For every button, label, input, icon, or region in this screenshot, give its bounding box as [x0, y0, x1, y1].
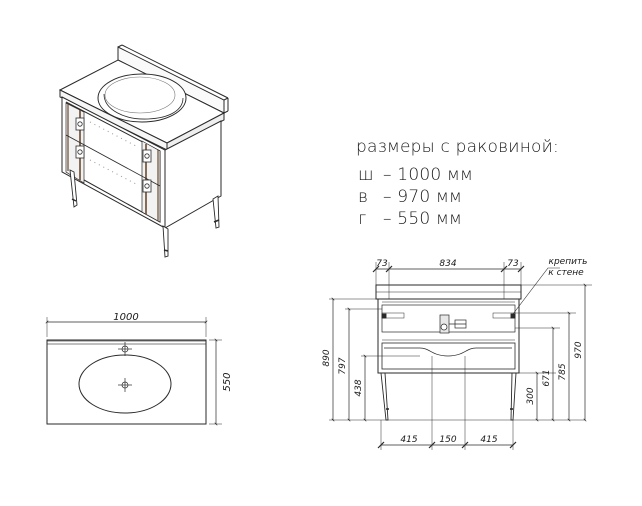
wall-fix-leader — [512, 267, 560, 315]
front-cabinet-body — [377, 298, 520, 374]
isometric-vanity — [58, 44, 229, 258]
cabinet-legs — [69, 169, 220, 258]
drawer-curved-front — [384, 347, 512, 357]
drain-hole — [118, 378, 132, 392]
sink-basin-inner — [103, 93, 184, 120]
spec-depth-key: г — [358, 209, 367, 229]
dim-right-300: 300 — [526, 387, 536, 404]
dim-top-right: 73 — [507, 259, 519, 269]
dim-right-671: 671 — [542, 369, 552, 386]
front-legs — [380, 372, 517, 421]
countertop-top-view — [46, 339, 207, 425]
dim-left-797: 797 — [338, 357, 348, 374]
cabinet-side — [164, 120, 222, 229]
spec-height-value: – 970 мм — [383, 187, 463, 207]
dim-top-center: 834 — [439, 259, 456, 269]
top-depth-label: 550 — [222, 372, 233, 391]
top-width-label: 1000 — [113, 312, 138, 323]
dim-left-890: 890 — [322, 349, 332, 366]
spec-width-value: – 1000 мм — [383, 165, 474, 185]
dim-right-970: 970 — [574, 341, 584, 358]
dim-left-438: 438 — [354, 379, 364, 396]
spec-width-key: ш — [358, 165, 374, 185]
siphon — [439, 314, 467, 334]
dim-bottom-left: 415 — [400, 435, 417, 445]
dim-top-left: 73 — [376, 259, 388, 269]
drawer-handles — [75, 117, 152, 193]
spec-depth-value: – 550 мм — [383, 209, 463, 229]
spec-title: размеры с раковиной: — [356, 137, 559, 157]
front-view — [329, 262, 592, 450]
dim-bottom-right: 415 — [480, 435, 497, 445]
dim-bottom-center: 150 — [439, 435, 456, 445]
spec-height-key: в — [358, 187, 369, 207]
dim-right-785: 785 — [558, 363, 568, 380]
wall-fix-note-line1: крепить — [549, 257, 588, 267]
wall-fix-note-line2: к стене — [548, 268, 584, 278]
front-dimension-labels: 73 834 73 415 150 415 890 797 438 300 67… — [322, 257, 587, 445]
faucet-hole — [118, 342, 132, 356]
top-view — [45, 317, 222, 426]
sink-basin-outer — [97, 73, 187, 123]
